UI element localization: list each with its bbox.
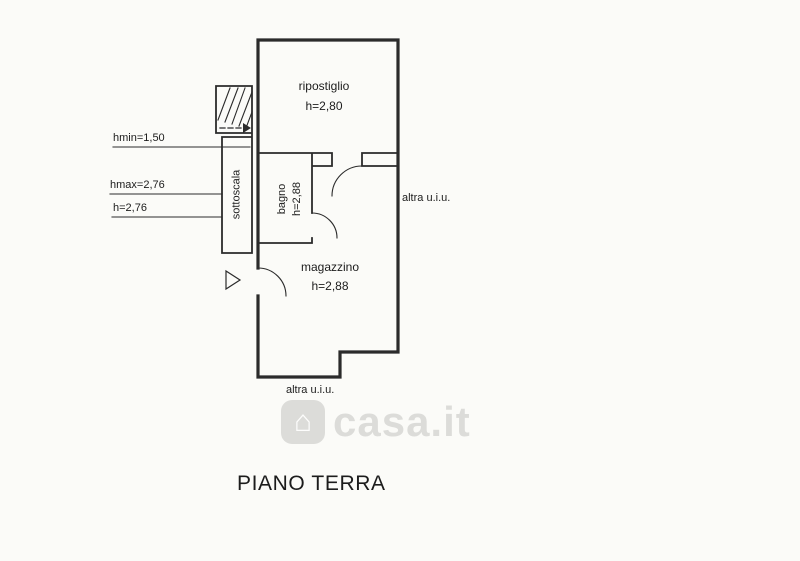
exterior-walls <box>256 38 400 379</box>
room-label-bagno: bagno h=2,88 <box>275 164 305 234</box>
room-height: h=2,88 <box>291 182 303 216</box>
room-label-ripostiglio: ripostiglio h=2,80 <box>268 76 380 116</box>
interior-walls <box>215 85 399 254</box>
room-name: bagno <box>276 183 288 215</box>
stair-arrow-head-icon <box>243 123 251 133</box>
room-height: h=2,88 <box>311 279 349 293</box>
room-label-sottoscala: sottoscala <box>230 169 243 220</box>
ripostiglio-door-arc <box>331 165 363 197</box>
entrance-marker-icon <box>225 269 242 291</box>
house-icon: ⌂ <box>281 400 325 444</box>
watermark: ⌂ casa.it <box>281 398 471 446</box>
annotation-hmax: hmax=2,76 <box>110 179 165 191</box>
bagno-door-arc <box>311 212 338 239</box>
entrance-door-arc <box>257 267 287 297</box>
leader-lines <box>109 146 251 218</box>
stairs-hatch-icon <box>217 87 253 129</box>
watermark-brand: casa.it <box>333 398 471 445</box>
room-label-magazzino: magazzino h=2,88 <box>276 258 384 296</box>
door-arcs <box>257 165 363 297</box>
room-height: h=2,80 <box>305 99 343 113</box>
room-name: ripostiglio <box>298 79 350 93</box>
annotation-altra-right: altra u.i.u. <box>402 192 451 204</box>
annotation-h: h=2,76 <box>113 202 147 214</box>
page-title: PIANO TERRA <box>237 472 386 495</box>
annotation-altra-bottom: altra u.i.u. <box>286 384 335 396</box>
room-name: magazzino <box>300 260 360 274</box>
annotation-hmin: hmin=1,50 <box>113 132 165 144</box>
